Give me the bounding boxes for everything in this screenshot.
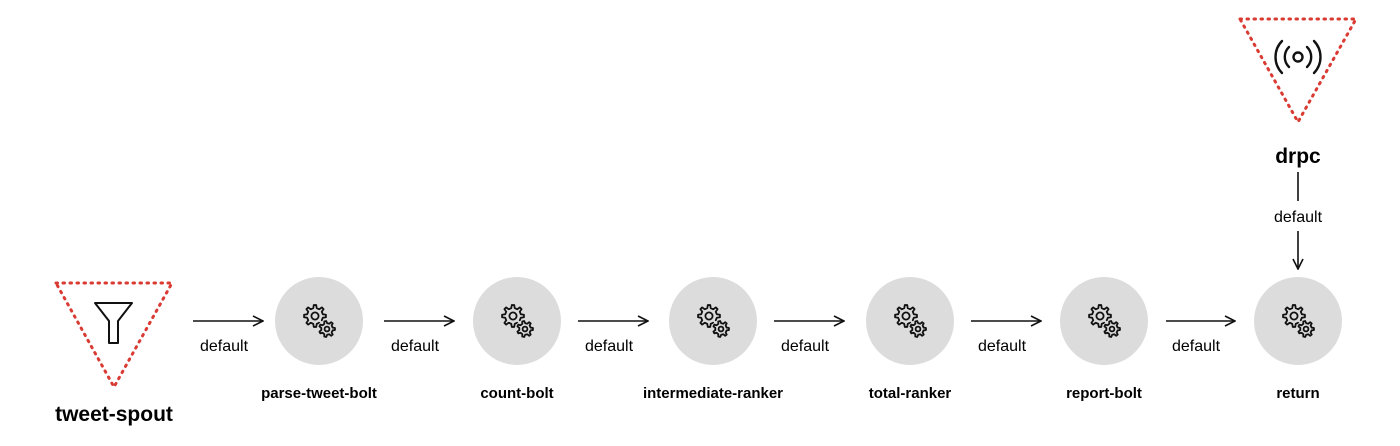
small-gear-icon	[1103, 320, 1121, 338]
bolt-total-ranker[interactable]: total-ranker	[866, 277, 954, 402]
bolt-label: total-ranker	[869, 385, 952, 402]
spout-drpc[interactable]: drpc	[1237, 17, 1359, 168]
broadcast-icon	[1274, 39, 1322, 75]
spout-label: drpc	[1275, 145, 1321, 168]
edge-drpc-to-return: default	[1274, 172, 1323, 269]
funnel-icon	[94, 302, 133, 344]
large-gear-hub	[1095, 311, 1105, 321]
edge-label: default	[978, 338, 1027, 355]
spout-shape	[1237, 17, 1359, 126]
spout-tweet-spout[interactable]: tweet-spout	[53, 281, 175, 426]
small-gear-icon	[516, 320, 534, 338]
bolt-label: intermediate-ranker	[643, 385, 783, 402]
bolt-intermediate-ranker[interactable]: intermediate-ranker	[643, 277, 783, 402]
edge-label: default	[585, 338, 634, 355]
edge-label: default	[1274, 209, 1323, 226]
bolt-label: count-bolt	[480, 385, 553, 402]
bolt-shape	[866, 277, 954, 365]
bolt-label: parse-tweet-bolt	[261, 385, 377, 402]
large-gear-hub	[310, 311, 320, 321]
edge-label: default	[781, 338, 830, 355]
bolt-label: report-bolt	[1066, 385, 1142, 402]
gears-icon	[1282, 304, 1316, 339]
bolt-parse-tweet-bolt[interactable]: parse-tweet-bolt	[261, 277, 377, 402]
edge-label: default	[200, 338, 249, 355]
gears-icon	[303, 304, 337, 339]
bolt-shape	[473, 277, 561, 365]
bolt-shape	[669, 277, 757, 365]
bolt-shape	[275, 277, 363, 365]
small-gear-hub	[1108, 325, 1116, 333]
bolt-count-bolt[interactable]: count-bolt	[473, 277, 561, 402]
small-gear-hub	[717, 325, 725, 333]
edge-tweet-spout-to-parse-tweet-bolt: default	[193, 321, 263, 355]
small-gear-hub	[914, 325, 922, 333]
gears-icon	[501, 304, 535, 339]
small-gear-hub	[1302, 325, 1310, 333]
gears-icon	[697, 304, 731, 339]
gears-icon	[1088, 304, 1122, 339]
edge-label: default	[1172, 338, 1221, 355]
bolt-return[interactable]: return	[1254, 277, 1342, 402]
spout-shape	[53, 281, 175, 391]
bolt-label: return	[1276, 385, 1319, 402]
spout-label: tweet-spout	[55, 403, 173, 426]
small-gear-icon	[712, 320, 730, 338]
small-gear-icon	[1297, 320, 1315, 338]
bolt-report-bolt[interactable]: report-bolt	[1060, 277, 1148, 402]
edge-intermediate-ranker-to-total-ranker: default	[774, 321, 844, 355]
edge-label: default	[391, 338, 440, 355]
large-gear-hub	[704, 311, 714, 321]
bolt-shape	[1254, 277, 1342, 365]
small-gear-hub	[521, 325, 529, 333]
gears-icon	[894, 304, 928, 339]
small-gear-icon	[909, 320, 927, 338]
bolt-shape	[1060, 277, 1148, 365]
small-gear-hub	[323, 325, 331, 333]
edge-total-ranker-to-report-bolt: default	[971, 321, 1041, 355]
small-gear-icon	[318, 320, 336, 338]
large-gear-hub	[901, 311, 911, 321]
large-gear-hub	[1289, 311, 1299, 321]
edge-report-bolt-to-return: default	[1166, 321, 1235, 355]
edge-count-bolt-to-intermediate-ranker: default	[578, 321, 648, 355]
large-gear-hub	[508, 311, 518, 321]
edge-parse-tweet-bolt-to-count-bolt: default	[384, 321, 454, 355]
